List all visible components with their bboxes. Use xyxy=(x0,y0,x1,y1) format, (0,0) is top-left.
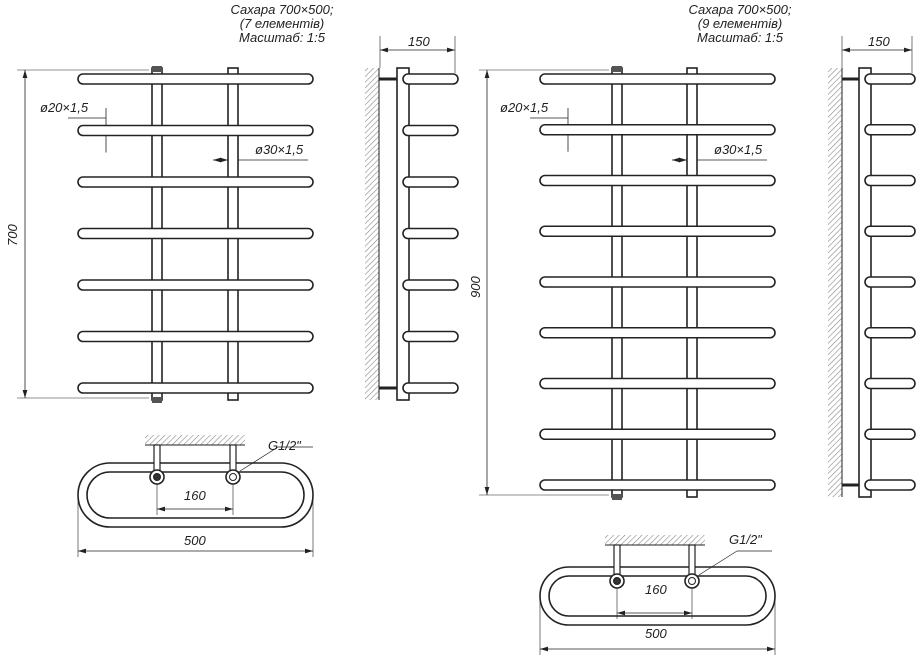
connection-stub xyxy=(688,544,696,577)
side-rail-bar xyxy=(402,73,459,85)
plan-inner-loop xyxy=(548,575,767,617)
side-rail-bar xyxy=(402,227,459,240)
connection-stub xyxy=(153,444,161,473)
thread-leader xyxy=(698,550,738,576)
side-rail-bar xyxy=(402,124,459,137)
title-line: (9 елементів) xyxy=(697,16,783,31)
side-rail-bar xyxy=(864,225,916,238)
rail-bar xyxy=(539,428,776,441)
plan-inner-loop xyxy=(86,471,305,519)
rail-bar xyxy=(77,176,314,188)
fitting-bore xyxy=(229,473,237,481)
rail-bar xyxy=(539,276,776,288)
outlet-plug xyxy=(612,494,622,500)
thread-label-7: G1/2" xyxy=(268,438,302,453)
rail-bar xyxy=(77,73,314,85)
side-rail-bar xyxy=(864,479,916,491)
side-rail-bar xyxy=(402,330,459,343)
rail-bar xyxy=(539,479,776,491)
height-dim-label-7: 700 xyxy=(5,224,20,246)
width-dim-label-9: 500 xyxy=(645,626,667,641)
title-line: Масштаб: 1:5 xyxy=(696,30,784,45)
outlet-plug xyxy=(152,397,162,403)
drawing-title-7: Сахара 700×500; (7 елементів) Масштаб: 1… xyxy=(212,3,352,45)
axis-dim-label-7: 160 xyxy=(184,488,206,503)
rail-bar xyxy=(77,227,314,240)
thread-label-9: G1/2" xyxy=(729,532,763,547)
title-line: Сахара 700×500; xyxy=(688,2,792,17)
rail-bar xyxy=(539,326,776,339)
collector-pipe-label-7: ø30×1,5 xyxy=(255,142,304,157)
rail-bar xyxy=(77,382,314,394)
fitting-bore xyxy=(153,473,161,481)
plan-wall-hatch xyxy=(145,435,245,445)
title-line: (7 елементів) xyxy=(239,16,325,31)
fitting-bore xyxy=(613,577,621,585)
side-rail-bar xyxy=(402,279,459,291)
title-line: Масштаб: 1:5 xyxy=(238,30,326,45)
rail-bar xyxy=(77,330,314,343)
side-rail-bar xyxy=(864,276,916,288)
side-rail-bar xyxy=(864,326,916,339)
thread-leader xyxy=(239,446,279,472)
fitting-bore xyxy=(688,577,696,585)
side-rail-bar xyxy=(864,428,916,441)
rail-bar xyxy=(77,279,314,291)
rail-bar xyxy=(77,124,314,137)
height-dim-label-9: 900 xyxy=(468,276,483,298)
side-rail-bar xyxy=(864,174,916,187)
plan-wall-hatch xyxy=(605,535,705,545)
connection-stub xyxy=(229,444,237,473)
rail-bar xyxy=(539,377,776,390)
wall-hatch xyxy=(365,68,379,400)
axis-dim-label-9: 160 xyxy=(645,582,667,597)
inlet-plug xyxy=(152,66,162,72)
rail-bar xyxy=(539,73,776,85)
rail-bar xyxy=(539,225,776,238)
connection-stub xyxy=(613,544,621,577)
rail-bar xyxy=(539,174,776,187)
side-rail-bar xyxy=(864,377,916,390)
wall-hatch xyxy=(828,68,842,497)
rail-bar xyxy=(539,123,776,136)
inlet-plug xyxy=(612,66,622,72)
side-rail-bar xyxy=(402,382,459,394)
depth-dim-label-7: 150 xyxy=(408,34,430,49)
rail-pipe-label-9: ø20×1,5 xyxy=(500,100,549,115)
side-rail-bar xyxy=(864,73,916,85)
side-rail-bar xyxy=(402,176,459,188)
side-rail-bar xyxy=(864,123,916,136)
drawing-title-9: Сахара 700×500; (9 елементів) Масштаб: 1… xyxy=(670,3,810,45)
rail-pipe-label-7: ø20×1,5 xyxy=(40,100,89,115)
title-line: Сахара 700×500; xyxy=(230,2,334,17)
width-dim-label-7: 500 xyxy=(184,533,206,548)
depth-dim-label-9: 150 xyxy=(868,34,890,49)
collector-pipe-label-9: ø30×1,5 xyxy=(714,142,763,157)
